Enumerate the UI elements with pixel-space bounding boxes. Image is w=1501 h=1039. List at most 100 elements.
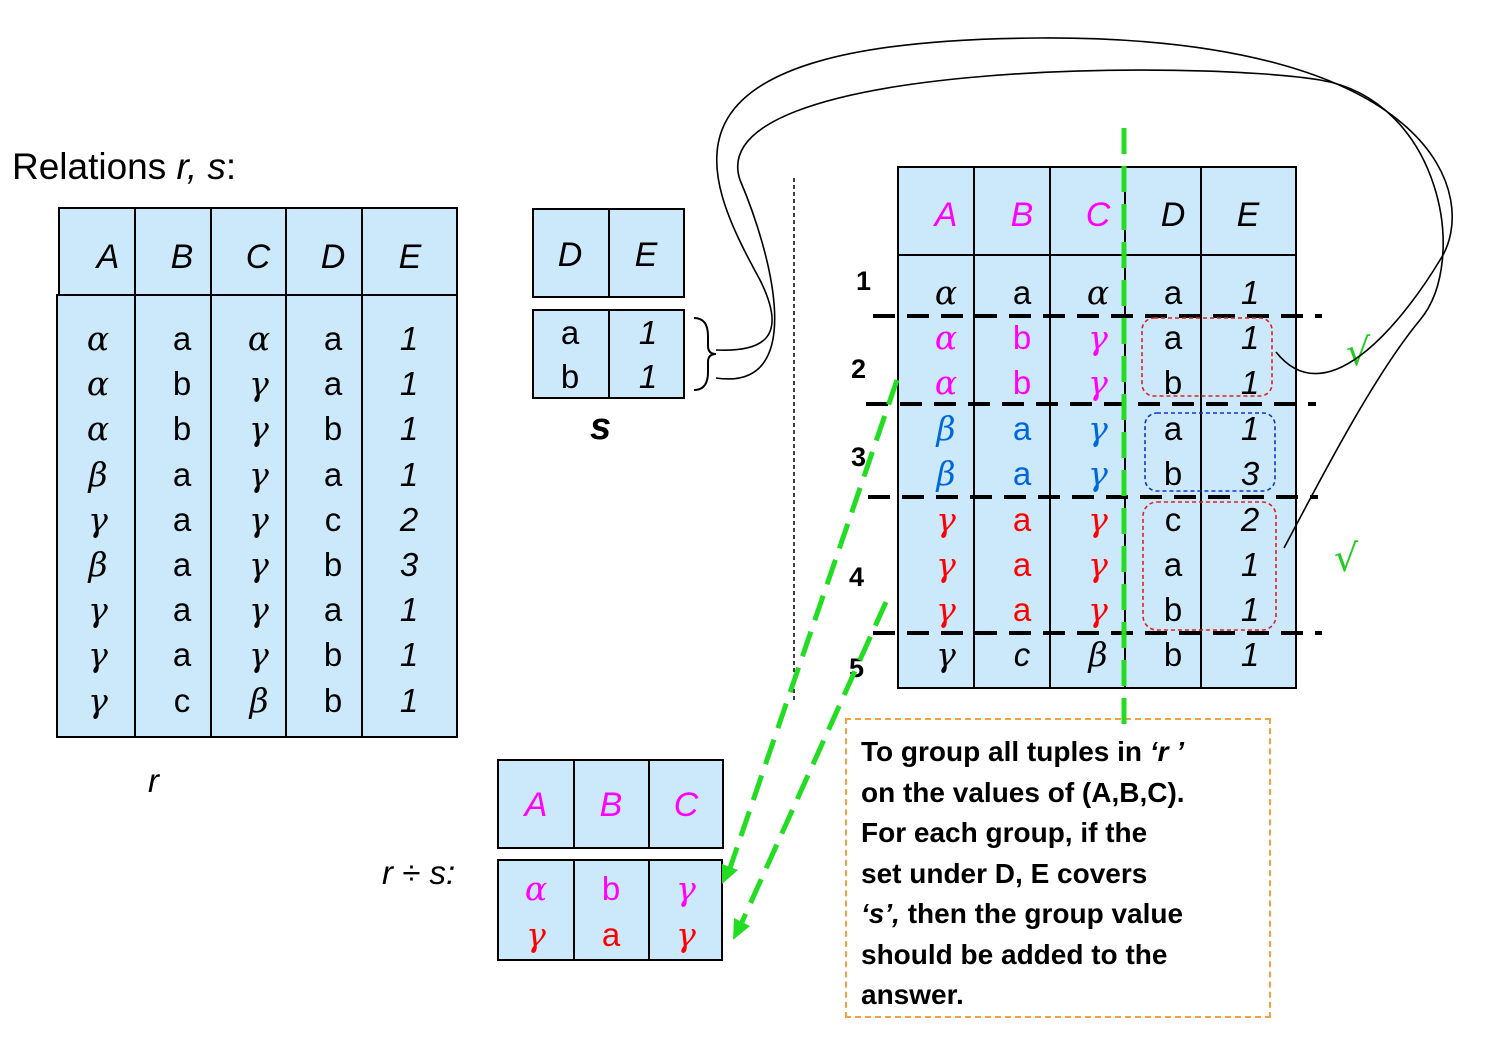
r-cell-a: γ [88,499,108,539]
r-cell-b: a [172,455,192,493]
title-suffix: : [225,146,237,187]
r-cell-e: 1 [399,365,419,403]
grouped-cell-a: γ [936,500,956,539]
grouped-cell-e: 2 [1240,501,1260,538]
r-cell-e: 1 [399,410,419,448]
group-number-2: 2 [851,354,867,384]
group-2-de-box [1141,317,1273,397]
r-body-cell-c [210,294,287,738]
g-header-d: D [1160,196,1186,234]
green-arrow-2 [739,600,889,924]
s-header-cell-e [608,208,685,298]
r-cell-d: a [323,591,343,629]
grouped-cell-b: a [1012,501,1032,538]
res-header-cell-b [573,759,650,849]
brace-icon [693,317,717,391]
r-body-cell-e [361,294,458,738]
r-cell-b: a [172,546,192,584]
r-header-e: E [398,238,422,276]
s-cell-d: a [560,314,580,351]
note-text: should be added to the [861,938,1168,970]
r-header-b: B [170,238,194,276]
note-text: answer. [861,979,964,1010]
grouped-cell-c: α [1086,273,1110,312]
r-header-cell-d [285,207,363,297]
r-cell-c: γ [249,499,269,539]
r-header-c: C [245,238,271,276]
r-header-d: D [320,238,346,276]
grouped-cell-e: 1 [1240,274,1260,311]
r-cell-a: γ [88,680,108,720]
grouped-cell-d: a [1163,546,1183,583]
r-body-cell-a [56,294,136,738]
relation-r-label: r [148,762,159,799]
grouped-cell-d: a [1163,274,1183,311]
s-body-cell-e [608,309,685,399]
grouped-cell-b: a [1012,591,1032,628]
group-4-de-box [1142,501,1277,631]
g-header-e: E [1236,196,1260,234]
checkmark-group-4: √ [1334,536,1359,580]
res-body-cell-b [573,859,650,961]
grouped-cell-c: γ [1088,545,1108,584]
r-cell-c: γ [249,590,269,630]
grouped-cell-e: 3 [1240,455,1260,492]
green-arrow-2-head [733,918,750,940]
grouped-cell-d: b [1163,455,1183,492]
r-cell-c: γ [249,545,269,585]
r-cell-e: 3 [399,546,419,584]
grouped-cell-e: 1 [1240,636,1260,673]
r-cell-c: γ [249,635,269,675]
grouped-cell-a: α [934,273,958,312]
grouped-cell-a: β [936,454,956,493]
grouped-cell-c: γ [1088,454,1108,493]
grouped-cell-a: γ [936,635,956,674]
r-cell-d: a [323,320,343,357]
r-cell-d: b [323,681,343,719]
g-header-cell-b [973,166,1051,256]
r-cell-e: 1 [399,636,419,674]
g-header-b: B [1010,196,1034,234]
res-header-cell-c [648,759,724,849]
title-r: r [176,146,187,187]
grouped-cell-a: β [936,409,956,448]
s-header-d: D [557,236,583,274]
r-cell-a: β [88,545,108,585]
res-header-a: A [524,786,548,824]
r-cell-b: a [172,636,192,674]
grouped-cell-b: a [1012,546,1032,583]
grouped-cell-b: a [1012,455,1032,492]
grouped-cell-a: γ [936,545,956,584]
r-cell-e: 1 [399,591,419,629]
note-text: ‘r ’ [1149,736,1185,767]
grouped-cell-b: a [1012,410,1032,447]
grouped-cell-d: b [1163,364,1183,401]
result-cell-c: γ [676,915,696,954]
s-header-cell-d [532,208,610,298]
note-text: ‘s’, [861,898,900,929]
r-cell-e: 1 [399,681,419,719]
title-s: s [207,146,226,187]
s-cell-e: 1 [638,358,658,395]
r-cell-c: γ [249,364,269,404]
note-text: For each group, if the [861,817,1148,848]
grouped-cell-c: γ [1088,409,1108,448]
g-header-cell-e [1200,166,1297,256]
note-text: then the group value [899,898,1184,929]
s-header-e: E [634,236,658,274]
grouped-cell-e: 1 [1240,319,1260,356]
grouped-cell-d: a [1163,319,1183,356]
res-header-b: B [599,786,623,824]
result-cell-a: γ [526,915,546,954]
r-cell-a: β [88,454,108,494]
slide-title: Relations r, s: [12,146,236,188]
r-cell-a: γ [88,590,108,630]
note-text: To group all tuples in [861,736,1150,767]
grouped-cell-a: α [934,318,958,357]
result-cell-c: γ [676,869,696,908]
grouped-cell-d: a [1163,410,1183,447]
